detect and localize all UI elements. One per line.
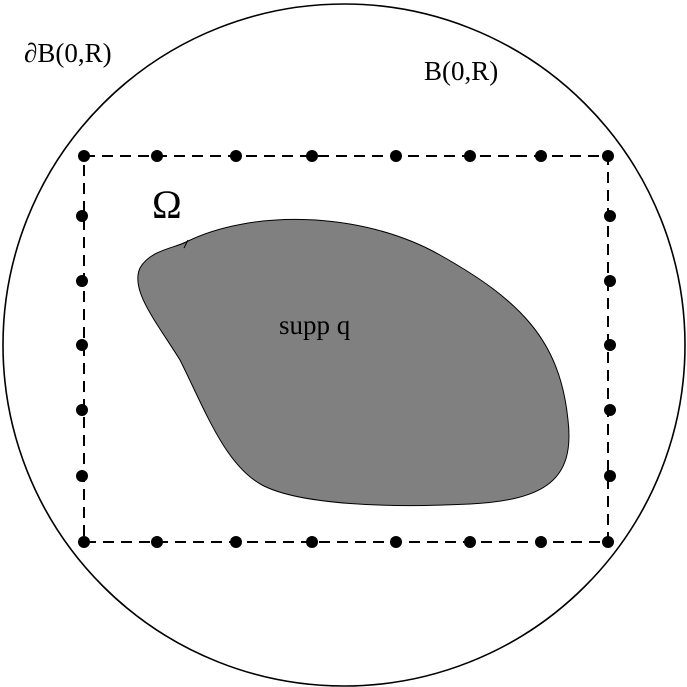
sensor-point — [604, 275, 616, 287]
sensor-point — [604, 339, 616, 351]
outer-ball-circle — [2, 3, 686, 687]
sensor-point — [390, 536, 402, 548]
boundary-label: ∂B(0,R) — [24, 38, 112, 68]
sensor-point — [76, 339, 88, 351]
sensor-point — [390, 150, 402, 162]
sensor-point — [76, 404, 88, 416]
sensor-point — [464, 536, 476, 548]
ball-label: B(0,R) — [424, 56, 498, 86]
sensor-point — [230, 536, 242, 548]
support-region-notch — [183, 239, 189, 249]
sensor-point — [604, 470, 616, 482]
sensor-point — [230, 150, 242, 162]
sensor-point — [306, 536, 318, 548]
support-label: supp q — [279, 310, 351, 340]
omega-label: Ω — [152, 182, 182, 227]
sensor-point — [535, 536, 547, 548]
sensor-point — [602, 150, 614, 162]
sensor-point — [76, 275, 88, 287]
sensor-point — [602, 536, 614, 548]
sensor-point — [78, 536, 90, 548]
sensor-point — [151, 536, 163, 548]
sensor-point — [78, 150, 90, 162]
sensor-point — [535, 150, 547, 162]
sensor-point — [151, 150, 163, 162]
sensor-point — [76, 210, 88, 222]
sensor-point — [604, 404, 616, 416]
sensor-point — [306, 150, 318, 162]
sensor-points — [76, 150, 616, 548]
sensor-point — [464, 150, 476, 162]
support-region — [137, 218, 570, 507]
sensor-point — [604, 210, 616, 222]
sensor-point — [76, 470, 88, 482]
